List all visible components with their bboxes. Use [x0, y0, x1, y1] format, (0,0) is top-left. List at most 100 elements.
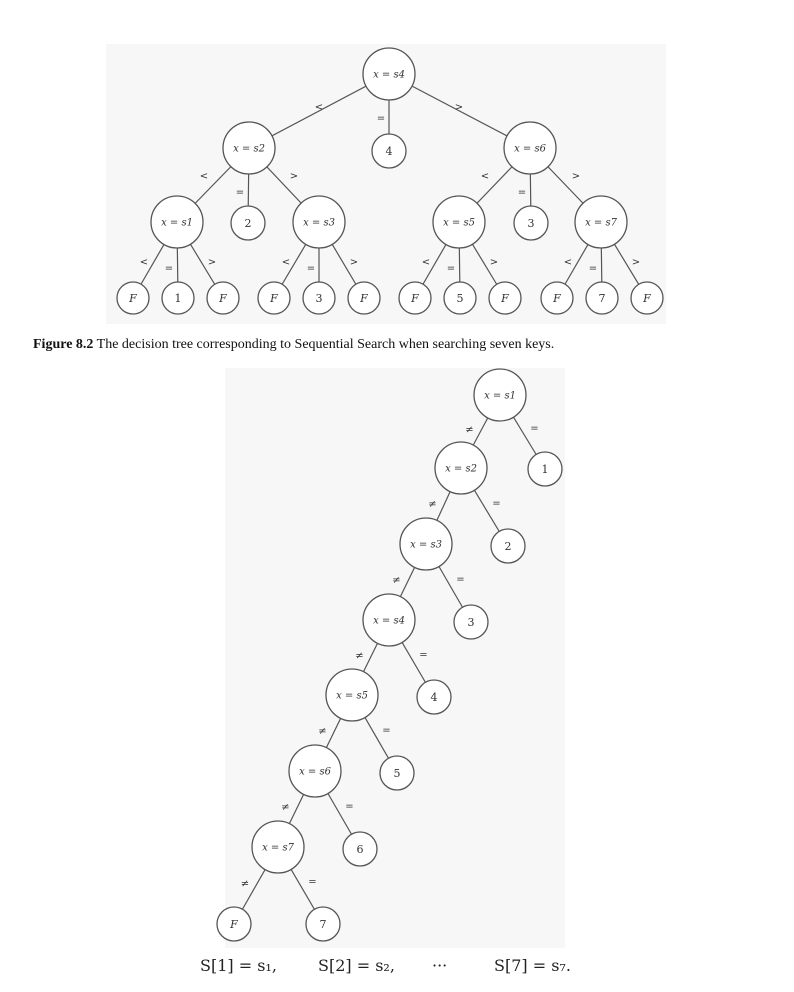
edge-label-equal: = [492, 498, 500, 509]
leaf-node-circle [630, 281, 664, 315]
decision-node-label: x = s5 [443, 218, 475, 229]
edge-label-not-equal: ≠ [355, 651, 363, 662]
sequential-node: x = s6 [288, 744, 342, 798]
leaf-node-circle [371, 133, 407, 169]
edge-label-not-equal: ≠ [428, 499, 436, 510]
leaf-node-circle [488, 281, 522, 315]
decision-node-circle [503, 121, 557, 175]
decision-node-label: x = s3 [303, 218, 335, 229]
sequential-leaf: 4 [416, 679, 452, 715]
decision-node: x = s1 [150, 195, 204, 249]
leaf-node-label: F [500, 292, 509, 305]
leaf-node-circle [398, 281, 432, 315]
sequential-leaf: 6 [342, 831, 378, 867]
leaf-node-label: 5 [457, 292, 464, 305]
decision-node: x = s6 [503, 121, 557, 175]
decision-node-circle [150, 195, 204, 249]
sequential-leaf-label: 4 [431, 691, 438, 704]
sequential-node-circle [434, 441, 488, 495]
decision-node: x = s2 [222, 121, 276, 175]
sequential-leaf-circle [527, 451, 563, 487]
edge-label-equal: = [589, 263, 597, 274]
figure-caption: Figure 8.2 The decision tree correspondi… [33, 337, 554, 353]
leaf-node: 2 [230, 205, 266, 241]
leaf-node: F [488, 281, 522, 315]
math-s1: S[1] = s₁, [200, 956, 277, 975]
leaf-node-circle [540, 281, 574, 315]
edge-label-equal: = [165, 263, 173, 274]
edge-label-equal: = [456, 574, 464, 585]
figure-caption-text: The decision tree corresponding to Seque… [96, 337, 555, 352]
sequential-leaf: 7 [305, 906, 341, 942]
leaf-node-label: 4 [386, 145, 393, 158]
leaf-node-circle [513, 205, 549, 241]
sequential-leaf-label: 3 [468, 616, 475, 629]
leaf-node-label: 3 [316, 292, 323, 305]
sequential-leaf-circle [216, 906, 252, 942]
decision-node-circle [222, 121, 276, 175]
leaf-node-label: F [269, 292, 278, 305]
decision-node-circle [362, 47, 416, 101]
sequential-node-label: x = s7 [262, 843, 295, 854]
sequential-node-label: x = s1 [484, 391, 516, 402]
sequential-leaf: F [216, 906, 252, 942]
leaf-node-label: 2 [245, 217, 252, 230]
edge-label-equal: = [518, 187, 526, 198]
sequential-leaf-label: F [229, 918, 238, 931]
edge-label-less: < [564, 257, 572, 268]
leaf-node: F [206, 281, 240, 315]
sequential-leaf-circle [453, 604, 489, 640]
sequential-leaf-circle [342, 831, 378, 867]
decision-node-circle [292, 195, 346, 249]
sequential-node-label: x = s6 [299, 767, 332, 778]
edge-label-greater: > [455, 102, 463, 113]
edge-label-not-equal: ≠ [281, 802, 289, 813]
sequential-node-label: x = s2 [445, 464, 477, 475]
edge-label-not-equal: ≠ [465, 425, 473, 436]
leaf-node: F [116, 281, 150, 315]
leaf-node-label: F [410, 292, 419, 305]
leaf-node: F [347, 281, 381, 315]
edge-label-less: < [422, 257, 430, 268]
edge-label-equal: = [530, 423, 538, 434]
leaf-node: 4 [371, 133, 407, 169]
sequential-node-label: x = s4 [373, 616, 405, 627]
decision-node-label: x = s1 [161, 218, 193, 229]
sequential-node-label: x = s3 [410, 540, 442, 551]
edge-label-greater: > [572, 171, 580, 182]
sequential-node-circle [251, 820, 305, 874]
leaf-node: F [257, 281, 291, 315]
leaf-node-circle [585, 281, 619, 315]
leaf-node-label: 7 [599, 292, 606, 305]
sequential-node-circle [288, 744, 342, 798]
figure-caption-label: Figure 8.2 [33, 337, 94, 352]
edge-label-equal: = [307, 263, 315, 274]
sequential-node: x = s5 [325, 668, 379, 722]
leaf-node-label: F [128, 292, 137, 305]
sequential-node: x = s2 [434, 441, 488, 495]
sequential-leaf-label: 2 [505, 540, 512, 553]
sequential-leaf-circle [416, 679, 452, 715]
edge-label-less: < [315, 102, 323, 113]
sequential-leaf-circle [379, 755, 415, 791]
leaf-node-label: F [359, 292, 368, 305]
edge-label-equal: = [236, 187, 244, 198]
sequential-leaf: 2 [490, 528, 526, 564]
edge-label-equal: = [345, 801, 353, 812]
math-s7: S[7] = s₇. [494, 956, 571, 975]
edge-label-less: < [481, 171, 489, 182]
leaf-node: F [630, 281, 664, 315]
edge-label-not-equal: ≠ [241, 879, 249, 890]
leaf-node: F [398, 281, 432, 315]
leaf-node: F [540, 281, 574, 315]
sequential-node-circle [362, 593, 416, 647]
edge-label-greater: > [490, 257, 498, 268]
edge-label-equal: = [308, 877, 316, 888]
sequential-leaf-label: 1 [542, 463, 549, 476]
edge-label-equal: = [377, 113, 385, 124]
decision-node-label: x = s7 [585, 218, 618, 229]
edge-label-less: < [140, 257, 148, 268]
leaf-node-circle [347, 281, 381, 315]
leaf-node-label: F [552, 292, 561, 305]
